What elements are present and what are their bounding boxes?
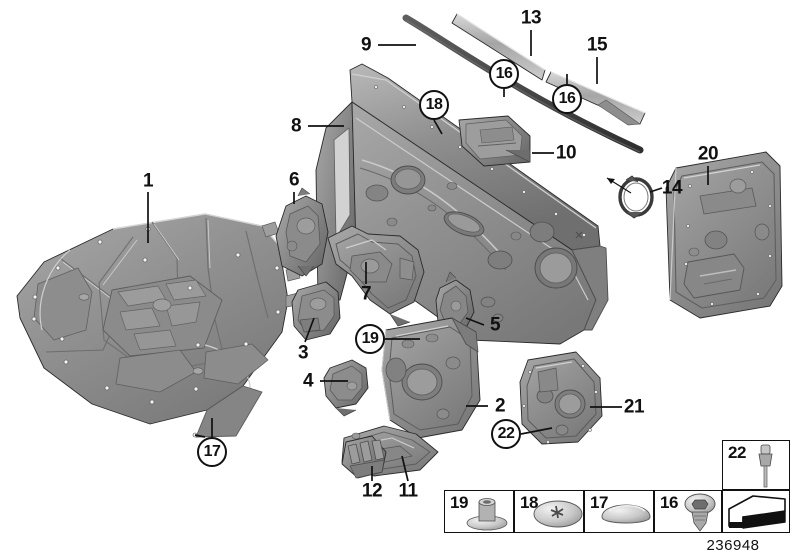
part-7-wheelarch-insulation <box>327 225 425 327</box>
legend-cell-22: 22 <box>722 440 790 490</box>
part-14-grommet <box>606 175 654 219</box>
legend-label-22: 22 <box>728 443 746 462</box>
callout-6[interactable]: 6 <box>288 169 300 191</box>
callout-21[interactable]: 21 <box>623 396 645 418</box>
legend-cell-18: 18 <box>514 490 584 533</box>
callout-9[interactable]: 9 <box>360 34 372 56</box>
part-13-windshield-trim <box>451 13 546 81</box>
legend-label-17: 17 <box>590 493 608 512</box>
callout-8[interactable]: 8 <box>290 115 302 137</box>
callout-4[interactable]: 4 <box>302 370 314 392</box>
part-20-side-insulation <box>665 151 783 319</box>
part-1-hood-insulation <box>16 213 301 438</box>
callout-17-circled[interactable]: 17 <box>197 437 227 467</box>
part-2-firewall-insulation <box>381 317 481 439</box>
part-10-insulation-pad <box>458 115 531 167</box>
torx-expanding-rivet-icon <box>684 493 716 532</box>
callout-15[interactable]: 15 <box>586 34 608 56</box>
callout-14[interactable]: 14 <box>661 177 683 199</box>
view-direction-arrow-icon <box>728 495 786 529</box>
rivet-icon <box>758 444 773 488</box>
callout-3[interactable]: 3 <box>297 342 309 364</box>
callout-12[interactable]: 12 <box>361 480 383 502</box>
part-4-insulation <box>323 359 369 417</box>
legend-cell-16: 16 <box>654 490 722 533</box>
callout-16-circled-lower[interactable]: 16 <box>552 84 582 114</box>
callout-16-circled-upper[interactable]: 16 <box>489 59 519 89</box>
hex-nut-washer-icon <box>466 498 508 531</box>
leader-lines <box>147 30 709 482</box>
legend-cell-17: 17 <box>584 490 654 533</box>
legend-cell-19: 19 <box>444 490 514 533</box>
part-6-bracket-insulation <box>275 187 329 277</box>
callout-2[interactable]: 2 <box>494 395 506 417</box>
document-number: 236948 <box>706 537 760 554</box>
callout-13[interactable]: 13 <box>520 7 542 29</box>
callout-1[interactable]: 1 <box>142 170 154 192</box>
callout-20[interactable]: 20 <box>697 143 719 165</box>
legend-label-19: 19 <box>450 493 468 512</box>
legend-label-16: 16 <box>660 493 678 512</box>
dome-cap-icon <box>601 504 651 524</box>
callout-18-circled[interactable]: 18 <box>419 90 449 120</box>
part-21-insulation <box>519 351 603 445</box>
callout-5[interactable]: 5 <box>489 314 501 336</box>
callout-22-circled[interactable]: 22 <box>491 419 521 449</box>
callout-11[interactable]: 11 <box>398 480 418 502</box>
part-3-insulation <box>291 281 341 341</box>
legend-cell-view-arrow <box>722 490 790 533</box>
callout-10[interactable]: 10 <box>555 142 577 164</box>
oval-cap-plug-icon <box>533 500 583 528</box>
part-12-clip-strip <box>341 435 387 479</box>
legend-label-18: 18 <box>520 493 538 512</box>
callout-7[interactable]: 7 <box>360 283 372 305</box>
callout-19-circled[interactable]: 19 <box>355 324 385 354</box>
